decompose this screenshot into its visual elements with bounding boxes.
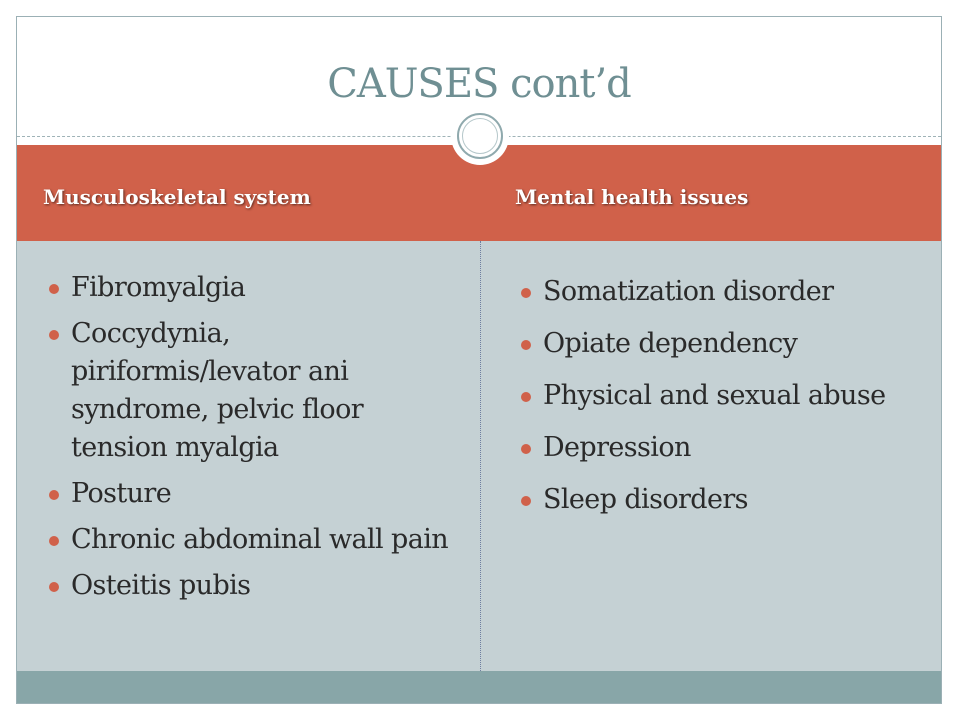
list-item: Posture bbox=[47, 475, 457, 513]
bullet-dot-icon bbox=[49, 582, 59, 592]
list-item-text: Depression bbox=[543, 432, 691, 463]
list-item-text: Osteitis pubis bbox=[71, 570, 251, 601]
list-item: Opiate dependency bbox=[519, 325, 929, 363]
list-item-text: Sleep disorders bbox=[543, 484, 749, 515]
list-item-text: Opiate dependency bbox=[543, 328, 798, 359]
musculoskeletal-list: Fibromyalgia Coccydynia, piriformis/leva… bbox=[47, 269, 457, 613]
column-header-musculoskeletal: Musculoskeletal system bbox=[43, 185, 311, 209]
list-item-text: Chronic abdominal wall pain bbox=[71, 524, 449, 555]
list-item: Osteitis pubis bbox=[47, 567, 457, 605]
table-body bbox=[17, 241, 941, 671]
bullet-dot-icon bbox=[49, 536, 59, 546]
bullet-dot-icon bbox=[521, 340, 531, 350]
list-item-text: Coccydynia, piriformis/levator ani syndr… bbox=[71, 318, 364, 463]
list-item: Coccydynia, piriformis/levator ani syndr… bbox=[47, 315, 457, 467]
slide: CAUSES cont’d Musculoskeletal system Men… bbox=[16, 16, 942, 704]
list-item: Depression bbox=[519, 429, 929, 467]
list-item: Somatization disorder bbox=[519, 273, 929, 311]
list-item-text: Posture bbox=[71, 478, 172, 509]
list-item-text: Fibromyalgia bbox=[71, 272, 246, 303]
list-item: Sleep disorders bbox=[519, 481, 929, 519]
footer-band bbox=[17, 671, 941, 703]
bullet-dot-icon bbox=[521, 392, 531, 402]
bullet-dot-icon bbox=[49, 330, 59, 340]
bullet-dot-icon bbox=[49, 490, 59, 500]
list-item: Physical and sexual abuse bbox=[519, 377, 929, 415]
bullet-dot-icon bbox=[521, 288, 531, 298]
slide-title: CAUSES cont’d bbox=[327, 61, 632, 107]
circle-ornament-icon bbox=[451, 107, 509, 165]
list-item: Fibromyalgia bbox=[47, 269, 457, 307]
ornament-inner-ring bbox=[462, 118, 498, 154]
bullet-dot-icon bbox=[521, 496, 531, 506]
ornament-outer-ring bbox=[457, 113, 503, 159]
column-header-mental-health: Mental health issues bbox=[515, 185, 749, 209]
column-separator bbox=[480, 241, 481, 671]
list-item-text: Somatization disorder bbox=[543, 276, 834, 307]
mental-health-list: Somatization disorder Opiate dependency … bbox=[519, 273, 929, 533]
bullet-dot-icon bbox=[521, 444, 531, 454]
bullet-dot-icon bbox=[49, 284, 59, 294]
list-item: Chronic abdominal wall pain bbox=[47, 521, 457, 559]
list-item-text: Physical and sexual abuse bbox=[543, 380, 886, 411]
